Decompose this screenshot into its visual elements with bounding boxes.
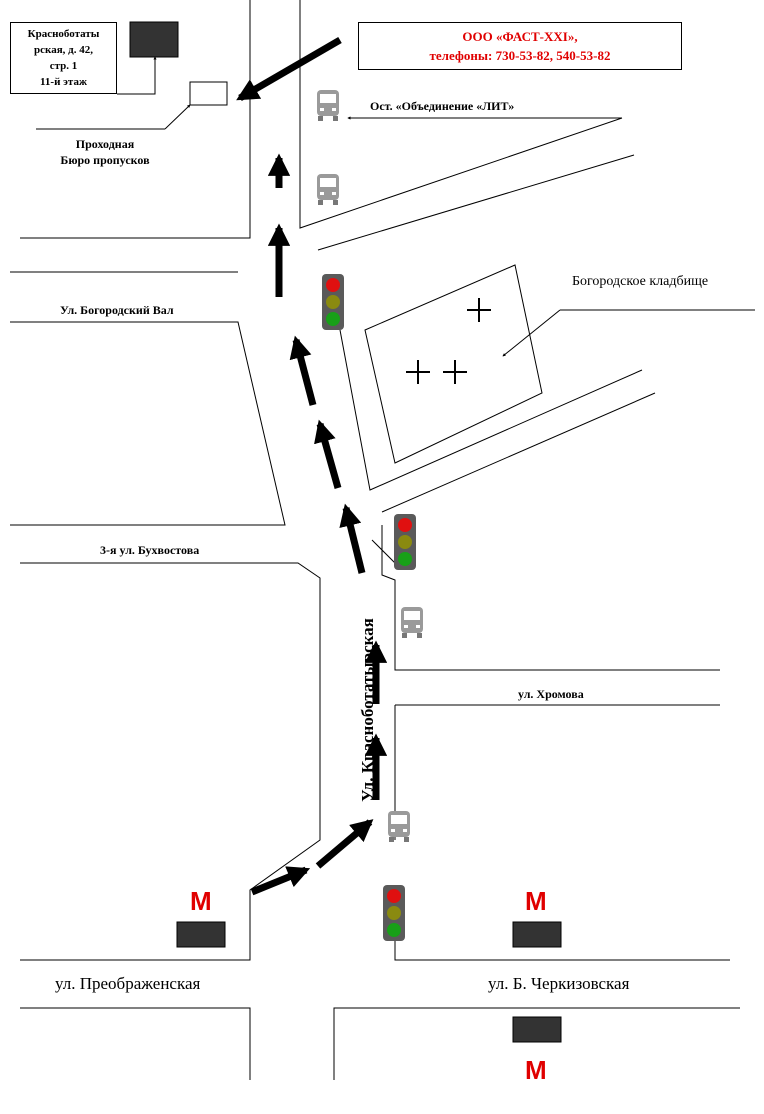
street-label-krasnobogatyrskaya: Ул. Красноботатырская	[358, 618, 377, 802]
traffic-light-icon	[394, 514, 416, 570]
office-building	[129, 21, 179, 58]
checkpoint-label: Проходная Бюро пропусков	[20, 136, 190, 168]
street-label-preobrazhenskaya: ул. Преображенская	[55, 974, 201, 993]
bus-stop-label: Ост. «Объединение «ЛИТ»	[370, 99, 515, 113]
metro-building	[176, 921, 226, 948]
street-label-cherkizovskaya: ул. Б. Черкизовская	[488, 974, 630, 993]
address-line: 11-й этаж	[40, 76, 87, 88]
metro-icon: М	[525, 886, 547, 916]
bus-icon	[317, 174, 339, 205]
traffic-light-icon	[322, 274, 344, 330]
checkpoint-label-line: Бюро пропусков	[60, 153, 150, 167]
checkpoint-label-line: Проходная	[75, 137, 135, 151]
grave-cross-icon	[406, 298, 491, 384]
company-box: ООО «ФАСТ-XXI», телефоны: 730-53-82, 540…	[358, 22, 682, 70]
bus-icon	[388, 811, 410, 842]
company-phones: телефоны: 730-53-82, 540-53-82	[429, 48, 611, 63]
street-label-hromova: ул. Хромова	[518, 687, 584, 701]
metro-building	[512, 1016, 562, 1043]
traffic-light-icon	[383, 885, 405, 941]
metro-building	[512, 921, 562, 948]
metro-icon: М	[190, 886, 212, 916]
cemetery-label: Богородское кладбище	[572, 274, 709, 289]
office-address-box: Красноботаты рская, д. 42, стр. 1 11-й э…	[10, 22, 117, 94]
metro-icon: М	[525, 1055, 547, 1085]
street-label-3-buhvostova: 3-я ул. Бухвостова	[100, 543, 200, 557]
address-line: Красноботаты	[27, 28, 100, 40]
company-name: ООО «ФАСТ-XXI»,	[462, 29, 578, 44]
address-line: стр. 1	[49, 60, 78, 72]
bus-icon	[401, 607, 423, 638]
road-outlines	[10, 0, 755, 1080]
address-line: рская, д. 42,	[34, 44, 93, 56]
route-arrow-icon	[236, 36, 388, 896]
street-label-bogorodsky-val: Ул. Богородский Вал	[60, 303, 174, 317]
checkpoint-box	[189, 81, 228, 106]
bus-icon	[317, 90, 339, 121]
